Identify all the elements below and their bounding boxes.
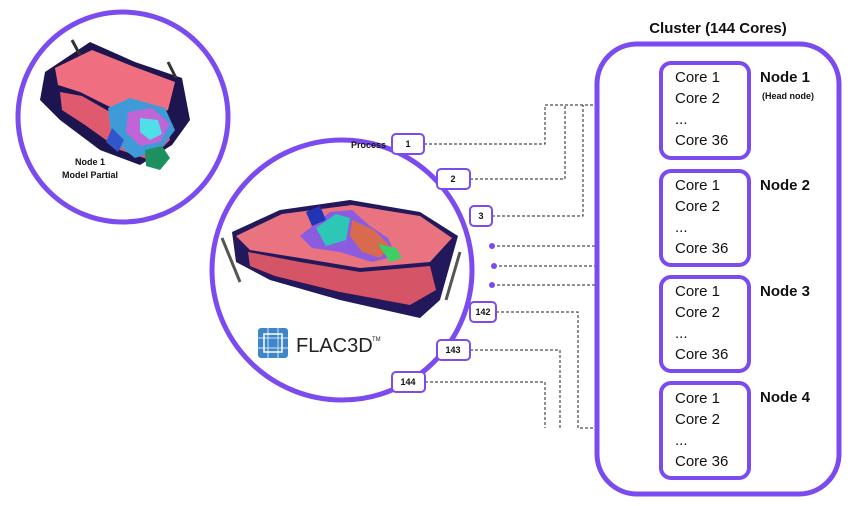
node-2: Core 1 Core 2 ... Core 36 Node 2 <box>659 169 810 267</box>
partial-view-title: Node 1 <box>75 157 105 167</box>
node-3: Core 1 Core 2 ... Core 36 Node 3 <box>659 275 810 373</box>
core-ellipsis: ... <box>675 325 688 342</box>
core-label: Core 2 <box>675 411 720 428</box>
core-label: Core 36 <box>675 132 728 149</box>
process-box: 3 <box>469 205 493 227</box>
node-label: Node 2 <box>760 177 810 194</box>
process-list: Process 1 2 3 142 143 144 <box>351 133 497 393</box>
connector-line <box>470 105 566 180</box>
node-note: (Head node) <box>762 91 814 101</box>
partial-model-image <box>40 39 190 170</box>
partial-model-view: Node 1 Model Partial <box>15 9 231 225</box>
full-model-view: FLAC3D TM <box>209 137 475 403</box>
core-ellipsis: ... <box>675 432 688 449</box>
core-label: Core 2 <box>675 198 720 215</box>
ellipsis-dot <box>489 282 495 288</box>
core-label: Core 2 <box>675 90 720 107</box>
process-box: 144 <box>391 371 426 393</box>
process-box: 2 <box>436 168 471 190</box>
node-label: Node 4 <box>760 389 811 406</box>
process-box: 142 <box>469 301 497 323</box>
node-box <box>659 61 751 160</box>
flac3d-logo: FLAC3D TM <box>258 328 381 358</box>
node-label: Node 1 <box>760 69 810 86</box>
core-label: Core 2 <box>675 304 720 321</box>
connector-line <box>492 105 584 217</box>
core-label: Core 1 <box>675 390 720 407</box>
process-number: 143 <box>445 345 460 355</box>
cluster-frame <box>594 41 842 497</box>
process-label: Process <box>351 140 386 150</box>
core-label: Core 36 <box>675 453 728 470</box>
process-box: 143 <box>436 339 471 361</box>
connector-line <box>470 349 561 428</box>
process-number: 142 <box>475 307 490 317</box>
node-label: Node 3 <box>760 283 810 300</box>
cluster-title: Cluster (144 Cores) <box>649 20 787 37</box>
node-1: Core 1 Core 2 ... Core 36 Node 1 (Head n… <box>659 61 814 160</box>
process-number: 1 <box>405 139 410 149</box>
full-model-image <box>220 200 462 318</box>
ellipsis-dot <box>491 263 497 269</box>
connector-line <box>425 381 546 428</box>
process-number: 2 <box>450 174 455 184</box>
cluster: Cluster (144 Cores) Core 1 Core 2 ... Co… <box>594 20 842 497</box>
process-box: 1 <box>391 133 425 155</box>
core-label: Core 36 <box>675 346 728 363</box>
core-ellipsis: ... <box>675 219 688 236</box>
ellipsis-dot <box>489 243 495 249</box>
node-box <box>659 169 751 267</box>
partial-view-subtitle: Model Partial <box>62 170 118 180</box>
process-number: 3 <box>478 211 483 221</box>
core-ellipsis: ... <box>675 111 688 128</box>
connector-line <box>496 311 660 429</box>
software-name: FLAC3D <box>296 335 373 357</box>
core-label: Core 36 <box>675 240 728 257</box>
core-label: Core 1 <box>675 177 720 194</box>
cube-grid-icon <box>258 328 288 358</box>
process-number: 144 <box>400 377 415 387</box>
node-4: Core 1 Core 2 ... Core 36 Node 4 <box>659 381 811 480</box>
trademark-mark: TM <box>372 337 381 343</box>
node-box <box>659 381 751 480</box>
core-label: Core 1 <box>675 283 720 300</box>
core-label: Core 1 <box>675 69 720 86</box>
node-box <box>659 275 751 373</box>
